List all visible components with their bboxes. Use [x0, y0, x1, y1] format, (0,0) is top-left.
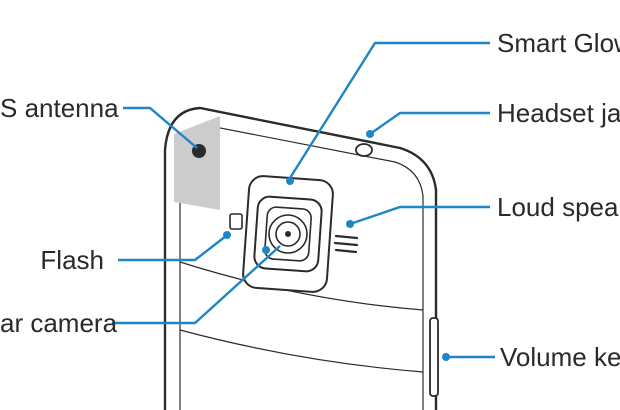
rear-camera-lens [275, 221, 301, 247]
label-smart-glow: Smart Glow [497, 28, 620, 58]
label-loud-speaker: Loud speak [497, 192, 620, 222]
flash-window [229, 213, 243, 230]
panel-seam-lower [179, 329, 424, 373]
label-volume-key: Volume key [500, 342, 620, 372]
label-rear-camera: ar camera [0, 308, 118, 338]
leader-line-gps-antenna [123, 106, 198, 149]
rear-camera-lens-center [285, 231, 291, 237]
leader-line-flash [118, 235, 227, 262]
leader-dot-smart-glow [286, 177, 294, 185]
leader-line-headset-jack [369, 111, 490, 135]
leader-lines [112, 41, 495, 361]
volume-key [429, 317, 439, 397]
label-headset-jack: Headset jac [497, 98, 620, 128]
speaker-grille-slot-3 [334, 248, 358, 254]
leader-line-rear-camera [112, 245, 281, 325]
label-gps-antenna: S antenna [0, 93, 119, 123]
label-flash: Flash [40, 245, 104, 275]
leader-line-smart-glow [288, 41, 490, 179]
camera-module-inner [264, 206, 312, 262]
rear-camera-lens-ring [268, 214, 308, 254]
leader-dot-loud-speaker [346, 220, 354, 228]
panel-seam-upper [179, 261, 424, 311]
headset-jack [355, 143, 373, 157]
leader-dot-flash [223, 231, 231, 239]
leader-dot-volume-key [442, 353, 450, 361]
leader-dot-rear-camera [262, 246, 270, 254]
leader-line-loud-speaker [349, 205, 490, 226]
phone-body-outline [163, 106, 438, 410]
leader-dot-headset-jack [366, 130, 374, 138]
gps-antenna-area [174, 116, 220, 210]
speaker-grille-slot-1 [334, 234, 359, 240]
speaker-grille-slot-2 [333, 241, 359, 247]
